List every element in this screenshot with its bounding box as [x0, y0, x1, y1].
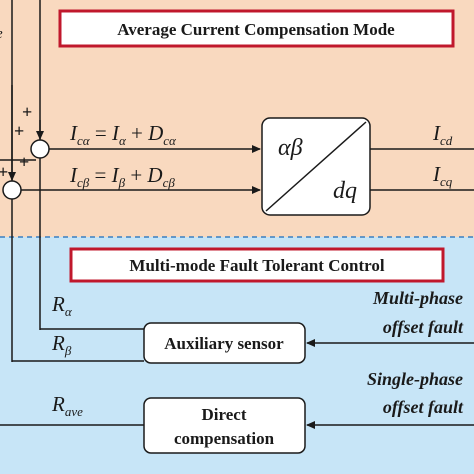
- transform-bottom-label: dq: [333, 178, 357, 204]
- direct-comp-label-2: compensation: [174, 429, 275, 448]
- direct-comp-label-1: Direct: [202, 405, 247, 424]
- output-q-label: Icq: [432, 162, 453, 189]
- r-ave-label: Rave: [51, 392, 83, 419]
- bottom-title: Multi-mode Fault Tolerant Control: [129, 256, 384, 275]
- sum-sign-2: +: [14, 121, 24, 141]
- sum-sign-1: +: [22, 102, 32, 122]
- transform-diagonal: [265, 121, 367, 212]
- left-fragment: e: [0, 26, 3, 42]
- single-fault-label-2: offset fault: [383, 397, 464, 417]
- equation-beta: Icβ = Iβ + Dcβ: [69, 163, 175, 190]
- aux-sensor-label: Auxiliary sensor: [164, 334, 284, 353]
- sum-sign-3: +: [19, 152, 29, 172]
- equation-alpha: Icα = Iα + Dcα: [69, 121, 177, 148]
- multi-fault-label-1: Multi-phase: [372, 288, 463, 308]
- r-alpha-label: Rα: [51, 292, 73, 319]
- sum-sign-4: +: [0, 162, 8, 182]
- top-title: Average Current Compensation Mode: [117, 20, 395, 39]
- bottom-title-box: [69, 247, 445, 283]
- output-d-label: Icd: [432, 121, 453, 148]
- sum-node-beta: [2, 180, 22, 200]
- multi-fault-label-2: offset fault: [383, 317, 464, 337]
- transform-top-label: αβ: [278, 135, 303, 161]
- sum-node-alpha: [30, 139, 50, 159]
- aux-sensor-block: [143, 322, 306, 364]
- r-beta-label: Rβ: [51, 331, 72, 358]
- single-fault-label-1: Single-phase: [367, 369, 463, 389]
- top-title-box: [58, 9, 455, 48]
